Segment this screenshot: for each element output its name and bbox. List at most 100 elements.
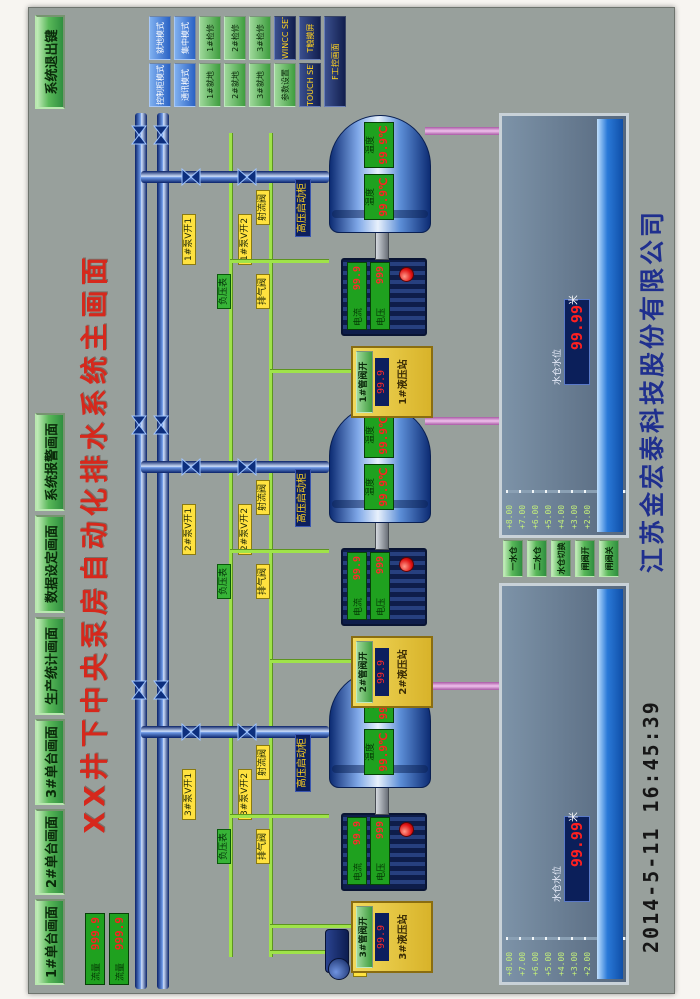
hydraulic-station-panel: 3#管阀开 99.9 3#液压站 — [351, 901, 433, 973]
vacuum-line-branch — [230, 815, 329, 818]
mode-button-central-mode[interactable]: 集中模式 — [174, 16, 196, 60]
jet-valve-label: 射流阀 — [256, 744, 271, 780]
mode-button-2-local[interactable]: 2#就地 — [224, 63, 246, 107]
vacuum-gauge-label: 负压表 — [217, 828, 232, 864]
gate-valve-icon[interactable] — [131, 125, 147, 145]
nav-button-pump3-screen[interactable]: 3#单台画面 — [35, 719, 65, 805]
flow-display-1: 流量 999.9 — [85, 913, 105, 985]
gate-valve-icon[interactable] — [153, 415, 169, 435]
readout-label: 水仓水位 — [553, 348, 563, 385]
mode-button-control-cabinet-mode[interactable]: 控制柜模式 — [149, 63, 171, 107]
sump-button-2[interactable]: 二水仓 — [527, 540, 547, 577]
sump-panel-right: +8.00 +7.00 +6.00 +5.00 +4.00 +3.00 +2.0… — [499, 113, 629, 538]
sump-button-1[interactable]: 一水仓 — [503, 540, 523, 577]
page-title: XX井下中央泵房自动化排水系统主画面 — [78, 252, 111, 834]
pump-temp-display-2: 温度 99.9℃ — [364, 122, 394, 168]
display-label: 温度 — [366, 478, 376, 497]
display-unit: ℃ — [377, 467, 390, 480]
nav-button-pump1-screen[interactable]: 1#单台画面 — [35, 899, 65, 985]
current-display: 电流 99.9 — [347, 262, 367, 330]
gate-valve-icon[interactable] — [181, 723, 201, 741]
hydraulic-station-label: 1#液压站 — [398, 359, 409, 405]
mode-button-wincc-set[interactable]: WINCC SET — [274, 16, 296, 60]
valve-open-label: 1#泵V开2 — [238, 213, 253, 265]
vacuum-line-branch — [230, 550, 329, 553]
water-level-scale-label: +2.00 — [583, 951, 592, 976]
mode-button-3-local[interactable]: 3#就地 — [249, 63, 271, 107]
gate-valve-icon[interactable] — [153, 125, 169, 145]
mode-button-3-service[interactable]: 3#检修 — [249, 16, 271, 60]
jet-valve-label: 射流阀 — [256, 479, 271, 515]
vacuum-gauge-label: 负压表 — [217, 273, 232, 309]
display-value: 99.9 — [377, 137, 390, 165]
hydraulic-station-label: 2#液压站 — [398, 649, 409, 695]
nav-button-system-alarm-screen[interactable]: 系统报警画面 — [35, 413, 65, 511]
valve-open-label: 1#泵V开1 — [182, 213, 197, 265]
display-label: 温度 — [366, 136, 376, 155]
motor-status-lamp[interactable] — [399, 822, 414, 837]
mode-button-param-set[interactable]: 参数设置 — [274, 63, 296, 107]
display-label: 温度 — [366, 743, 376, 762]
display-unit: ℃ — [377, 125, 390, 138]
check-valve-icon[interactable] — [237, 458, 257, 476]
pump-temp-display-1: 温度 99.9℃ — [364, 464, 394, 510]
vacuum-line-branch — [270, 660, 351, 663]
check-valve-icon[interactable] — [237, 168, 257, 186]
pump-body: 温度 99.9℃ 温度 99.9℃ — [329, 115, 431, 233]
gate-valve-icon[interactable] — [181, 168, 201, 186]
hv-starter-label: 高压启动柜 — [295, 734, 311, 792]
gate-valve-icon[interactable] — [153, 680, 169, 700]
display-value: 99.9 — [351, 266, 363, 291]
check-valve-icon[interactable] — [237, 723, 257, 741]
hydraulic-valve-open-button[interactable]: 1#管阀开 — [356, 351, 373, 413]
hmi-screen: 1#单台画面 2#单台画面 3#单台画面 生产统计画面 数据设定画面 系统报警画… — [28, 7, 675, 994]
mode-button-comm-mode[interactable]: 通讯模式 — [174, 63, 196, 107]
voltage-display: 电压 999 — [370, 262, 390, 330]
gate-valve-icon[interactable] — [131, 415, 147, 435]
hydraulic-valve-open-button[interactable]: 2#管阀开 — [356, 641, 373, 703]
sump-button-5[interactable]: 闸阀关 — [599, 540, 619, 577]
display-label: 电流 — [353, 307, 364, 326]
hydraulic-station-panel: 2#管阀开 99.9 2#液压站 — [351, 636, 433, 708]
system-exit-button[interactable]: 系统退出键 — [35, 15, 65, 109]
water-level-scale-label: +8.00 — [505, 951, 514, 976]
mode-button-touch-set[interactable]: TOUCH SET — [299, 63, 321, 107]
display-value: 999.9 — [88, 917, 102, 951]
vacuum-line-branch — [270, 925, 351, 928]
mode-button-ipc-screen[interactable]: F工控画面 — [324, 16, 346, 107]
nav-button-data-setting-screen[interactable]: 数据设定画面 — [35, 515, 65, 613]
display-label: 电压 — [376, 862, 387, 881]
display-value: 99.9 — [351, 821, 363, 846]
hv-starter-label: 高压启动柜 — [295, 179, 311, 237]
mode-button-touchscreen[interactable]: T触摸屏 — [299, 16, 321, 60]
display-label: 流量 — [115, 962, 126, 981]
water-level-scale-label: +5.00 — [544, 951, 553, 976]
water-level-scale-label: +4.00 — [557, 951, 566, 976]
water-level-scale-label: +3.00 — [570, 504, 579, 529]
motor-status-lamp[interactable] — [399, 267, 414, 282]
nav-button-pump2-screen[interactable]: 2#单台画面 — [35, 809, 65, 895]
sump-button-4[interactable]: 闸阀开 — [575, 540, 595, 577]
company-name: 江苏金宏泰科技股份有限公司 — [638, 208, 667, 573]
gate-valve-icon[interactable] — [131, 680, 147, 700]
pump-temp-display-1: 温度 99.9℃ — [364, 174, 394, 220]
gate-valve-icon[interactable] — [181, 458, 201, 476]
water-level-scale-label: +2.00 — [583, 504, 592, 529]
main-drain-pipe-1 — [135, 113, 147, 989]
nav-button-production-stats-screen[interactable]: 生产统计画面 — [35, 617, 65, 715]
mode-button-1-service[interactable]: 1#检修 — [199, 16, 221, 60]
flow-display-2: 流量 999.9 — [109, 913, 129, 985]
hv-starter-label: 高压启动柜 — [295, 469, 311, 527]
mode-button-1-local[interactable]: 1#就地 — [199, 63, 221, 107]
mode-button-2-service[interactable]: 2#检修 — [224, 16, 246, 60]
motor-status-lamp[interactable] — [399, 557, 414, 572]
valve-open-label: 2#泵V开1 — [182, 503, 197, 555]
water-level-scale-label: +4.00 — [557, 504, 566, 529]
sump-button-3[interactable]: 水仓切换 — [551, 540, 571, 577]
water-level-scale-label: +7.00 — [518, 504, 527, 529]
hydraulic-valve-open-button[interactable]: 3#管阀开 — [356, 906, 373, 968]
pump-shaft — [375, 787, 389, 815]
vacuum-line-branch — [230, 260, 329, 263]
mode-button-local-mode[interactable]: 就地模式 — [149, 16, 171, 60]
motor-block: 电流 99.9 电压 999 — [341, 258, 427, 336]
